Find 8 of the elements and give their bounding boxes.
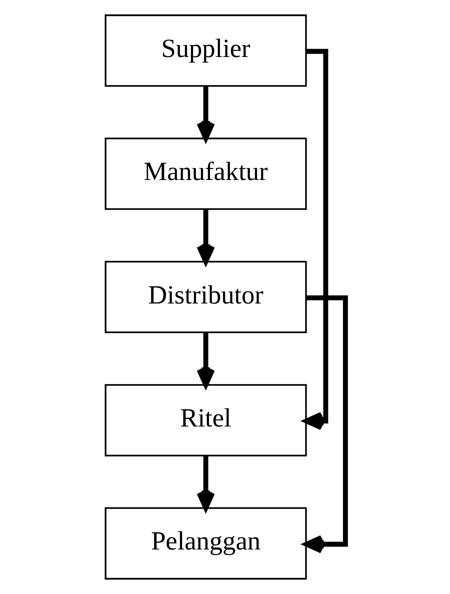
arrow [303, 48, 328, 430]
node-box: Manufaktur [104, 138, 306, 210]
node-box: Pelanggan [104, 507, 306, 580]
node-box: Distributor [104, 260, 306, 334]
arrow [304, 295, 348, 554]
arrow [196, 332, 214, 388]
node-box: Ritel [104, 384, 306, 456]
node-box: Supplier [104, 14, 306, 87]
